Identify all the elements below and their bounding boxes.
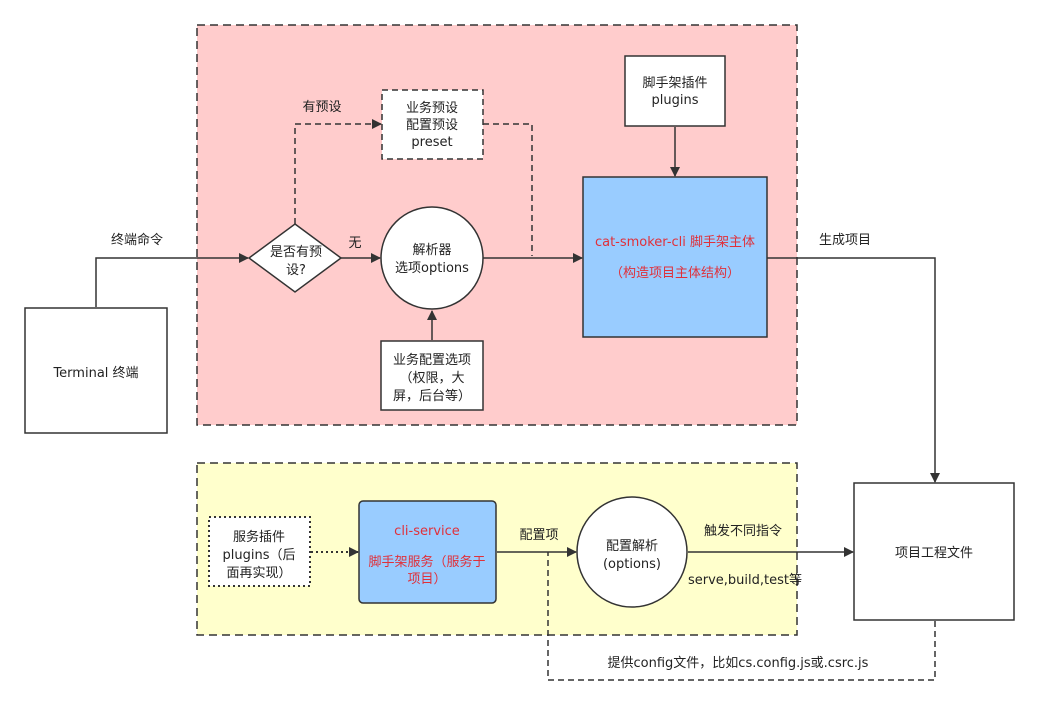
- parser-label-line1: 解析器: [412, 243, 451, 258]
- service-plugins-label-line3: 面再实现）: [226, 566, 291, 581]
- cli-service-label-line1: cli-service: [394, 524, 460, 539]
- project-files-label: 项目工程文件: [895, 546, 973, 561]
- edge-label-no: 无: [348, 236, 361, 251]
- preset-node: [381, 89, 484, 160]
- biz-options-label-line2: （权限，大: [399, 370, 464, 386]
- cli-service-label-line2: 脚手架服务（服务于: [368, 554, 485, 570]
- edge-decision-to-preset: [294, 119, 382, 224]
- edge-label-has-preset: 有预设: [302, 100, 341, 115]
- edge-label-generate: 生成项目: [819, 233, 871, 248]
- config-parse-node: [576, 496, 688, 608]
- parser-label-line2: 选项options: [395, 261, 469, 276]
- main-label-line2: （构造项目主体结构）: [610, 266, 740, 281]
- edge-label-trigger: 触发不同指令: [704, 523, 782, 539]
- biz-options-label-line3: 屏，后台等）: [393, 388, 471, 404]
- decision-label-line2: 设?: [286, 263, 306, 278]
- edge-label-config-item: 配置项: [519, 528, 558, 543]
- decision-label-line1: 是否有预: [270, 245, 322, 260]
- edge-terminal-to-decision: [95, 253, 249, 307]
- service-plugins-node: [208, 516, 311, 587]
- edge-label-terminal-cmd: 终端命令: [111, 232, 163, 248]
- terminal-node: [24, 307, 168, 434]
- service-plugins-label-line2: plugins（后: [223, 548, 296, 563]
- biz-options-label-line1: 业务配置选项: [393, 352, 471, 368]
- preset-label-line1: 业务预设: [406, 100, 458, 116]
- edge-main-to-project: [767, 257, 940, 483]
- plugins-label-line2: plugins: [652, 93, 699, 108]
- decision-node: [247, 223, 343, 293]
- edge-project-provide-config: [547, 552, 936, 681]
- service-plugins-label-line1: 服务插件: [233, 529, 285, 545]
- preset-label-line2: 配置预设: [406, 118, 458, 133]
- plugins-label-line1: 脚手架插件: [642, 75, 707, 91]
- terminal-label: Terminal 终端: [52, 365, 138, 381]
- cli-service-node: [358, 500, 497, 604]
- config-parse-label-line1: 配置解析: [606, 539, 658, 554]
- config-parse-label-line2: (options): [603, 557, 661, 572]
- biz-options-node: [380, 340, 484, 411]
- plugins-node: [624, 55, 726, 127]
- project-files-node: [853, 482, 1015, 621]
- edge-label-commands: serve,build,test等: [688, 572, 802, 588]
- preset-label-line3: preset: [411, 135, 452, 150]
- main-node: [582, 176, 768, 338]
- edge-label-provide-config: 提供config文件，比如cs.config.js或.csrc.js: [608, 655, 869, 671]
- parser-node: [380, 206, 484, 310]
- main-label-line1: cat-smoker-cli 脚手架主体: [595, 234, 755, 250]
- cli-service-label-line3: 项目）: [407, 572, 446, 587]
